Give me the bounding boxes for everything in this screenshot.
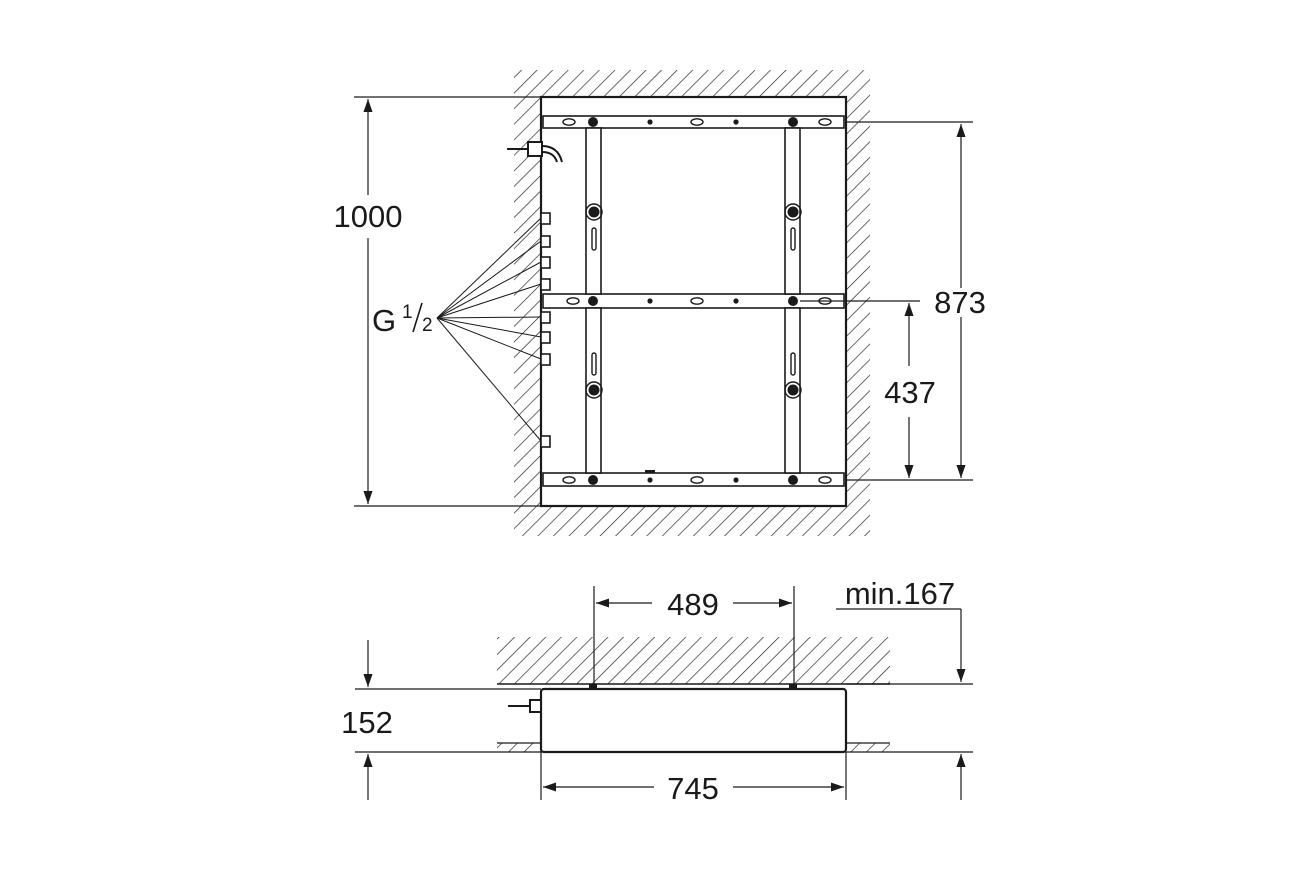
dim-depth-label: 152: [341, 705, 393, 740]
dim-min-clearance-label: min.167: [845, 576, 955, 611]
dim-rail-span-label: 873: [934, 285, 986, 320]
rail-top: [542, 115, 845, 129]
ceiling-hatch: [497, 637, 890, 684]
side-cable-entry: [508, 699, 542, 713]
dim-mount-spacing-label: 489: [667, 587, 719, 622]
dim-width-label: 745: [667, 771, 719, 806]
board-hatch-left: [497, 743, 541, 752]
side-dim-lines: [355, 586, 973, 800]
connection-size-label: G 1 2: [372, 302, 433, 338]
dim-rail-half-label: 437: [884, 375, 936, 410]
slot-holes: [562, 118, 832, 484]
cable-entry: [507, 141, 563, 163]
side-view: [355, 586, 973, 800]
dim-rail-lines: [800, 121, 973, 481]
connection-denominator: 2: [422, 315, 433, 336]
connection-prefix: G: [372, 303, 396, 338]
plan-view: [354, 70, 973, 536]
water-connectors: [540, 212, 551, 448]
connection-numerator: 1: [402, 302, 413, 323]
connection-leaders: [436, 217, 542, 442]
board-hatch-right: [846, 743, 890, 752]
dim-height-label: 1000: [334, 199, 403, 234]
dim-height-lines: [354, 96, 541, 507]
rail-bottom: [542, 472, 845, 487]
box-body: [539, 687, 848, 754]
fixing-points: [588, 117, 799, 485]
